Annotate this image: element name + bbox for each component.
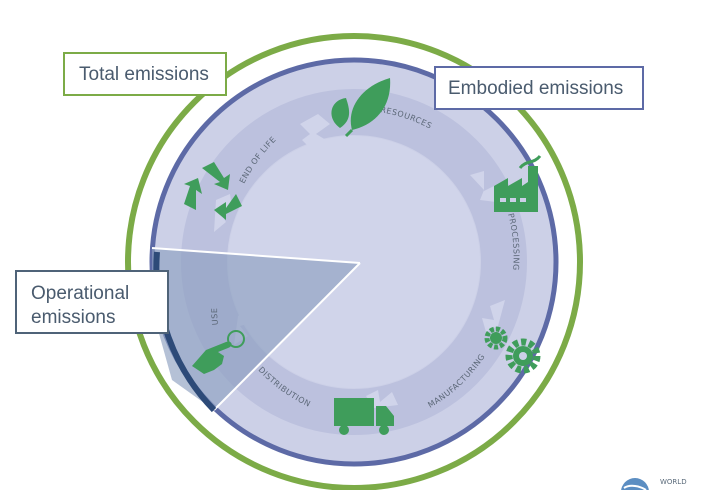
- factory-icon: [494, 154, 542, 212]
- svg-text:USE: USE: [210, 307, 220, 325]
- operational-wedge-edge: [213, 262, 361, 411]
- globe-logo-icon: [621, 478, 649, 490]
- logo-text: WORLD: [660, 478, 687, 486]
- total-emissions-label: Total emissions: [63, 52, 227, 96]
- operational-label-line1: Operational: [31, 283, 130, 304]
- hand-pointing-icon: [192, 330, 245, 374]
- leaves-icon: [331, 78, 391, 138]
- operational-wedge-edge: [151, 247, 361, 264]
- truck-icon: [334, 398, 394, 435]
- recycle-icon: [184, 162, 242, 220]
- total-emissions-ring: [125, 33, 583, 490]
- embodied-emissions-label: Embodied emissions: [434, 66, 644, 110]
- stage-label-use: USE: [210, 307, 219, 325]
- operational-emissions-label: Operational emissions: [15, 270, 169, 334]
- operational-label-line2: emissions: [31, 307, 116, 328]
- gears-icon: [484, 326, 541, 374]
